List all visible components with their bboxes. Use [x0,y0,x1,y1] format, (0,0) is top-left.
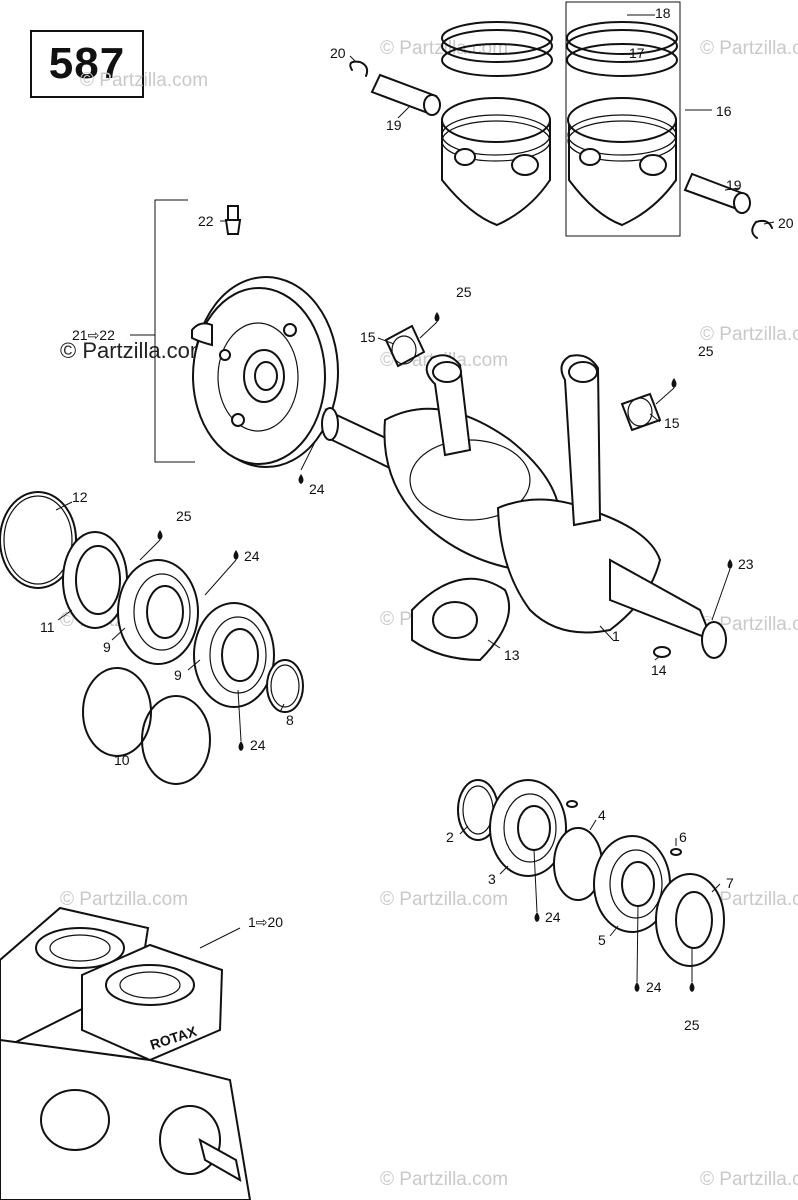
callout-25: 25 [456,284,472,300]
flywheel [130,199,339,468]
callout-9: 9 [103,639,111,655]
oil-drop-icon [634,982,640,992]
page-number-box: 587 [30,30,144,98]
needle-bearing-left [384,324,426,368]
callout-25: 25 [698,343,714,359]
callout-23: 23 [738,556,754,572]
oil-drop-icon [671,378,677,388]
callout-11: 11 [40,619,55,635]
oil-drop-icon [534,912,540,922]
callout-14: 14 [651,662,667,678]
watermark-text: © Partzilla.com [80,70,208,91]
connecting-rod-left [425,354,472,457]
callout-24: 24 [244,548,260,564]
callout-16: 16 [716,103,732,119]
callout-9: 9 [174,667,182,683]
oil-drop-icon [233,550,239,560]
page-number: 587 [48,39,126,88]
needle-bearing-right [620,392,662,432]
callout-24: 24 [646,979,662,995]
callout-2: 2 [446,829,454,845]
watermark-text: © Partzilla.com [700,38,798,59]
callout-1: 1 [612,628,620,644]
callout-13: 13 [504,647,520,663]
callout-12: 12 [72,489,88,505]
callout-20: 20 [778,215,794,231]
callout-21-to-22: 21⇨22 [72,327,115,343]
callout-18: 18 [655,5,671,21]
watermark-text: © Partzilla.com [700,324,798,345]
piston-pin-left [349,60,441,116]
callout-20: 20 [330,45,346,61]
watermark-main: © Partzilla.com [60,338,208,363]
oil-drop-icon [157,530,163,540]
callout-19: 19 [726,177,742,193]
callout-labels: 20 19 18 17 16 19 20 22 21⇨22 25 15 25 1… [40,5,794,1033]
callout-15: 15 [360,329,376,345]
callout-1-to-20: 1⇨20 [248,914,283,930]
connecting-rod-right [560,354,602,527]
piston-left [441,21,553,227]
callout-22: 22 [198,213,214,229]
callout-24: 24 [250,737,266,753]
callout-25: 25 [176,508,192,524]
callout-15: 15 [664,415,680,431]
watermark-text: © Partzilla.com [380,1169,508,1190]
callout-7: 7 [726,875,734,891]
oil-drop-icon [238,741,244,751]
piston-pin-right [683,172,773,239]
oil-drop-icon [298,474,304,484]
right-bearings [457,779,725,967]
callout-3: 3 [488,871,496,887]
oil-drop-icon [434,312,440,322]
callout-17: 17 [629,45,645,61]
callout-25: 25 [684,1017,700,1033]
callout-8: 8 [286,712,294,728]
callout-4: 4 [598,807,606,823]
woodruff-key [653,646,671,658]
watermark-text: © Partzilla.com [700,1169,798,1190]
callout-6: 6 [679,829,687,845]
leader-lines [55,14,775,983]
oil-drop-icon [727,559,733,569]
watermark-text: © Partzilla.com [700,889,798,910]
callout-24: 24 [545,909,561,925]
piston-right [565,1,681,237]
oil-drop-icons [157,312,733,992]
callout-5: 5 [598,932,606,948]
oil-drop-icon [689,982,695,992]
watermark-text: © Partzilla.com [60,889,188,910]
engine-block: ROTAX [0,906,252,1200]
callout-24: 24 [309,481,325,497]
callout-19: 19 [386,117,402,133]
watermark-text: © Partzilla.com [380,889,508,910]
callout-10: 10 [114,752,130,768]
distance-ring [411,577,511,662]
left-bearings [0,491,304,785]
crankshaft [321,354,727,659]
